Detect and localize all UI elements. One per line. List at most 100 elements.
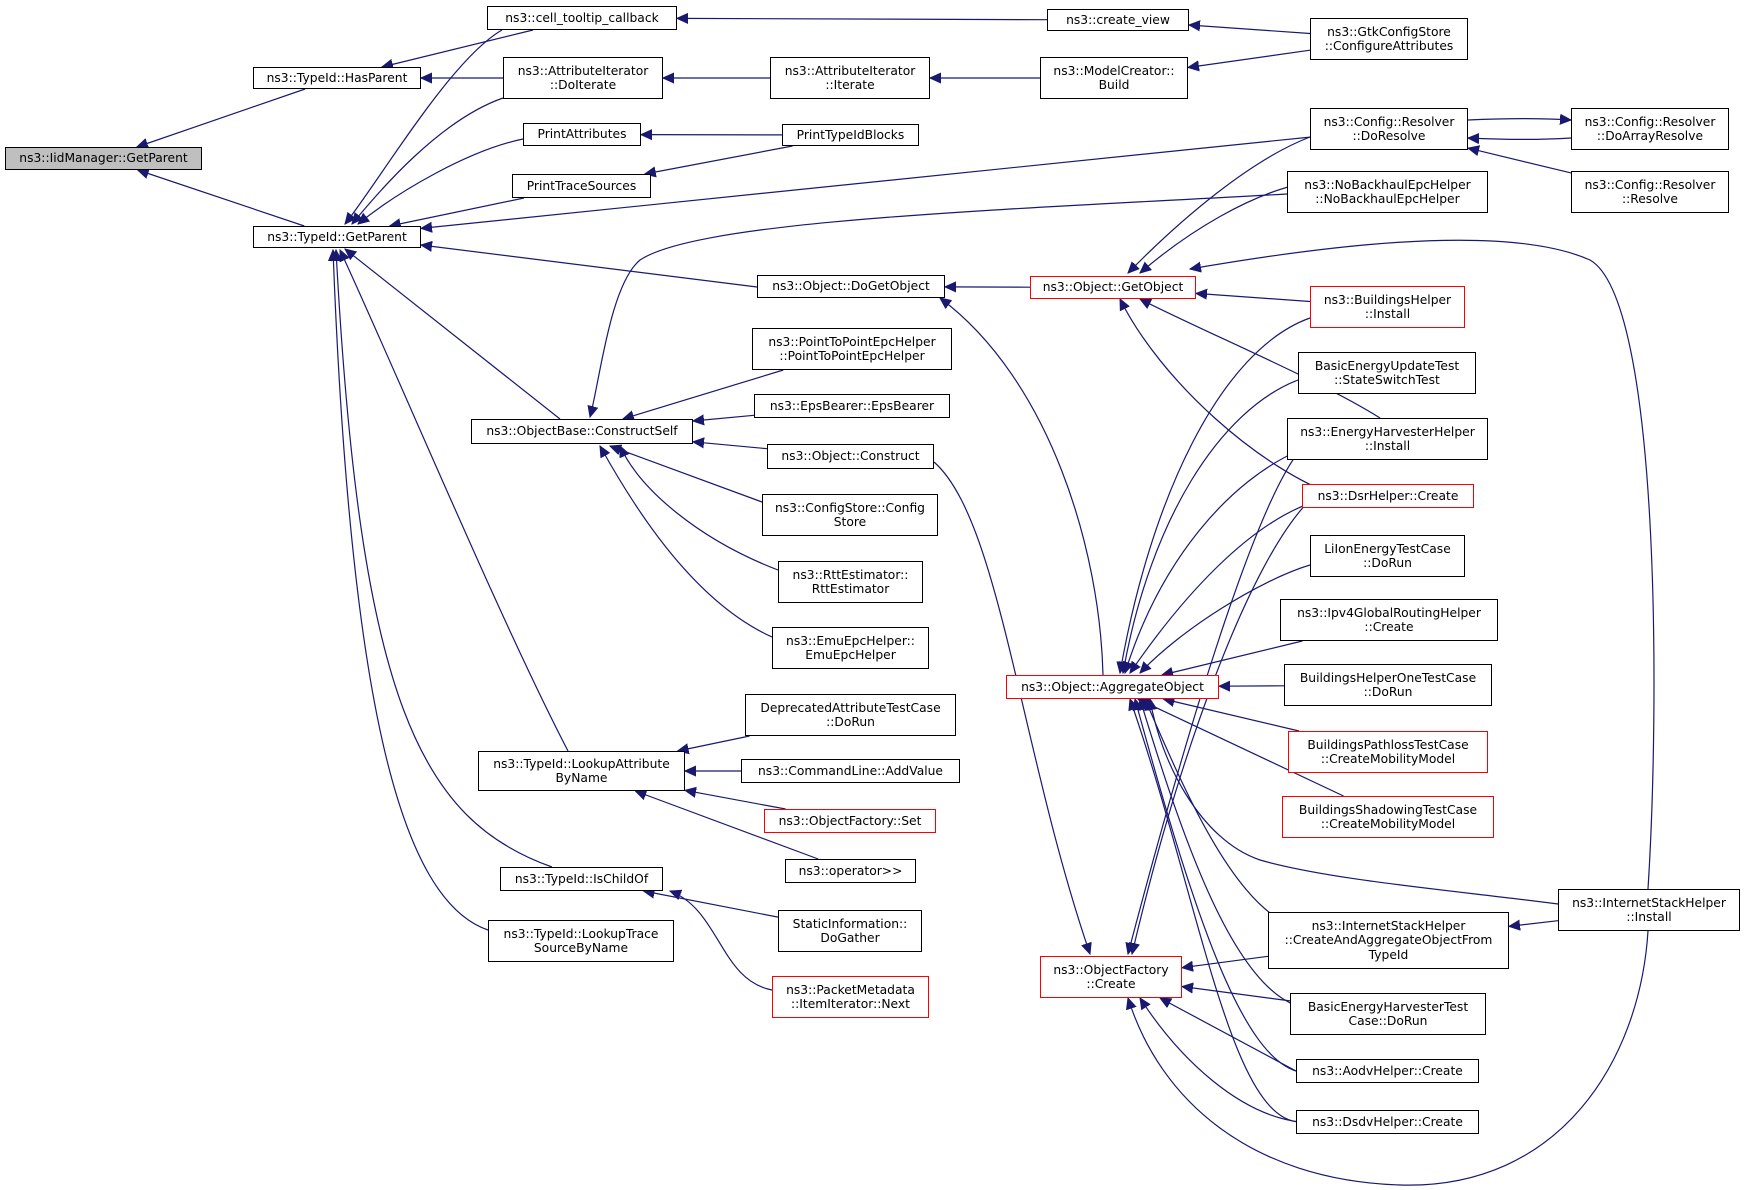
edge-object_construct-to-objectfactory_create	[933, 461, 1090, 954]
node-packetmetadata-itemiterator-next[interactable]: ns3::PacketMetadata ::ItemIterator::Next	[772, 976, 929, 1018]
edge-cell_tooltip-to-typeid_getparent	[345, 29, 503, 224]
edge-lookuptrace-to-typeid_getparent	[333, 250, 489, 931]
node-basicenergyharvestertestcase-dorun[interactable]: BasicEnergyHarvesterTest Case::DoRun	[1290, 993, 1486, 1035]
edge-rttestimator-to-objectbase_constructself	[619, 446, 779, 571]
node-deprecatedattributetestcase-dorun[interactable]: DeprecatedAttributeTestCase ::DoRun	[745, 694, 956, 736]
node-dsdvhelper-create[interactable]: ns3::DsdvHelper::Create	[1296, 1110, 1479, 1134]
edge-objectbase_constructself-to-typeid_getparent	[345, 249, 561, 420]
node-attributeiterator-iterate[interactable]: ns3::AttributeIterator ::Iterate	[770, 57, 930, 99]
node-typeid-ischildof[interactable]: ns3::TypeId::IsChildOf	[500, 867, 663, 891]
edge-printtracesources-to-typeid_getparent	[390, 197, 525, 226]
edge-internetstack_install-to-internetstack_create	[1509, 921, 1559, 927]
node-aodvhelper-create[interactable]: ns3::AodvHelper::Create	[1296, 1059, 1479, 1083]
node-create-view[interactable]: ns3::create_view	[1047, 9, 1189, 31]
node-typeid-hasparent[interactable]: ns3::TypeId::HasParent	[253, 67, 421, 89]
node-internetstackhelper-createandaggregate[interactable]: ns3::InternetStackHelper ::CreateAndAggr…	[1268, 912, 1509, 969]
node-ipv4globalroutinghelper-create[interactable]: ns3::Ipv4GlobalRoutingHelper ::Create	[1280, 599, 1498, 641]
node-typeid-lookuptracesourcebyname[interactable]: ns3::TypeId::LookupTrace SourceByName	[488, 920, 674, 962]
edge-gtkconfigstore-to-modelcreator_build	[1188, 49, 1311, 67]
node-commandline-addvalue[interactable]: ns3::CommandLine::AddValue	[741, 759, 960, 783]
node-objectfactory-set[interactable]: ns3::ObjectFactory::Set	[764, 809, 936, 833]
edge-energyharvester_install-to-aggregateobject	[1125, 449, 1301, 673]
edge-aodv_create-to-aggregateobject	[1135, 699, 1301, 1073]
edge-create_view-to-cell_tooltip	[677, 18, 1048, 19]
node-buildingshelperonetestcase-dorun[interactable]: BuildingsHelperOneTestCase ::DoRun	[1284, 664, 1492, 706]
node-dsrhelper-create[interactable]: ns3::DsrHelper::Create	[1302, 484, 1474, 508]
node-lilonenergytestcase-dorun[interactable]: LiIonEnergyTestCase ::DoRun	[1310, 535, 1465, 577]
edge-resolver_doresolve-to-typeid_getparent	[421, 136, 1311, 228]
node-pointtopointepchelper[interactable]: ns3::PointToPointEpcHelper ::PointToPoin…	[752, 328, 952, 370]
node-object-getobject[interactable]: ns3::Object::GetObject	[1030, 276, 1196, 299]
node-buildingshelper-install[interactable]: ns3::BuildingsHelper ::Install	[1310, 286, 1465, 328]
node-operator-shift[interactable]: ns3::operator>>	[785, 859, 916, 883]
edge-basicenergyupdate-to-aggregateobject	[1123, 379, 1299, 673]
node-printtracesources[interactable]: PrintTraceSources	[512, 174, 651, 198]
node-object-construct[interactable]: ns3::Object::Construct	[767, 444, 934, 469]
edge-resolver_doarray-to-resolver_doresolve	[1468, 138, 1572, 140]
node-cell-tooltip-callback[interactable]: ns3::cell_tooltip_callback	[487, 6, 677, 30]
edge-printtypeidblocks-to-printtracesources	[645, 145, 793, 174]
node-object-aggregateobject[interactable]: ns3::Object::AggregateObject	[1006, 675, 1219, 699]
edge-cell_tooltip-to-hasparent	[382, 29, 534, 67]
node-epsbearer[interactable]: ns3::EpsBearer::EpsBearer	[754, 394, 950, 418]
node-attributeiterator-doiterate[interactable]: ns3::AttributeIterator ::DoIterate	[503, 57, 663, 99]
node-internetstackhelper-install[interactable]: ns3::InternetStackHelper ::Install	[1558, 889, 1740, 931]
edge-internetstack_create-to-aggregateobject	[1145, 699, 1291, 926]
edge-emuepchelper-to-objectbase_constructself	[600, 446, 773, 638]
node-objectfactory-create[interactable]: ns3::ObjectFactory ::Create	[1040, 956, 1182, 998]
node-configstore[interactable]: ns3::ConfigStore::Config Store	[762, 494, 938, 536]
edge-internetstack_install-to-object_getobject	[1190, 239, 1655, 890]
edge-aggregateobject-to-object_dogetobject	[940, 298, 1104, 676]
node-object-dogetobject[interactable]: ns3::Object::DoGetObject	[757, 275, 945, 298]
edge-buildings_install-to-aggregateobject	[1120, 317, 1311, 673]
node-emuepchelper[interactable]: ns3::EmuEpcHelper:: EmuEpcHelper	[772, 627, 929, 669]
edge-internetstack_install-to-objectfactory_create	[1128, 930, 1649, 1186]
node-objectbase-constructself[interactable]: ns3::ObjectBase::ConstructSelf	[471, 419, 693, 444]
edge-energyharvester_install-to-objectfactory_create	[1128, 449, 1301, 954]
edge-attr_doiterate-to-typeid_getparent	[352, 97, 504, 224]
node-basicenergyupdatetest-stateswitchtest[interactable]: BasicEnergyUpdateTest ::StateSwitchTest	[1298, 352, 1476, 394]
node-staticinformation-dogather[interactable]: StaticInformation:: DoGather	[778, 910, 922, 952]
edge-typeid_getparent-to-getparent_mgr	[138, 170, 305, 227]
node-energyharvesterhelper-install[interactable]: ns3::EnergyHarvesterHelper ::Install	[1287, 418, 1488, 460]
node-rttestimator[interactable]: ns3::RttEstimator:: RttEstimator	[778, 561, 923, 603]
node-config-resolver-resolve[interactable]: ns3::Config::Resolver ::Resolve	[1571, 171, 1729, 213]
edge-nobackhaul-to-objectbase_constructself	[590, 193, 1288, 417]
node-typeid-getparent[interactable]: ns3::TypeId::GetParent	[253, 226, 421, 248]
edge-basicenergyharvester-to-objectfactory_create	[1182, 987, 1291, 1002]
edge-resolver_doresolve-to-resolver_doarray	[1467, 119, 1571, 121]
edge-internetstack_create-to-objectfactory_create	[1182, 955, 1269, 967]
node-gtkconfigstore-configureattributes[interactable]: ns3::GtkConfigStore ::ConfigureAttribute…	[1310, 18, 1468, 60]
node-nobackhaulepchelper[interactable]: ns3::NoBackhaulEpcHelper ::NoBackhaulEpc…	[1287, 171, 1488, 213]
edge-configstore-to-objectbase_constructself	[610, 446, 763, 503]
edge-staticinformation-to-ischildof	[644, 891, 779, 918]
node-printtypeidblocks[interactable]: PrintTypeIdBlocks	[782, 124, 919, 146]
edge-dsrhelper_create-to-aggregateobject	[1130, 499, 1321, 673]
node-printattributes[interactable]: PrintAttributes	[523, 123, 641, 146]
node-typeid-lookupattributebyname[interactable]: ns3::TypeId::LookupAttribute ByName	[478, 751, 685, 791]
edge-p2pepchelper-to-objectbase_constructself	[623, 369, 784, 419]
edge-energyharvester_install-to-object_getobject	[1140, 299, 1381, 419]
edge-buildingspathloss-to-aggregateobject	[1163, 699, 1300, 732]
edge-ipv4global-to-aggregateobject	[1162, 640, 1303, 675]
node-buildingsshadowingtestcase[interactable]: BuildingsShadowingTestCase ::CreateMobil…	[1282, 796, 1494, 838]
edge-operator_shift-to-lookupattr	[635, 791, 819, 860]
edge-ischildof-to-typeid_getparent	[336, 250, 553, 868]
edge-dsdv_create-to-aggregateobject	[1130, 699, 1301, 1123]
edge-buildings_install-to-object_getobject	[1196, 293, 1311, 303]
node-iidmanager-getparent[interactable]: ns3::IidManager::GetParent	[5, 147, 202, 170]
node-config-resolver-doresolve[interactable]: ns3::Config::Resolver ::DoResolve	[1310, 108, 1468, 150]
edge-epsbearer-to-objectbase_constructself	[693, 415, 755, 421]
edge-aodv_create-to-objectfactory_create	[1160, 998, 1297, 1072]
node-buildingspathlosstestcase[interactable]: BuildingsPathlossTestCase ::CreateMobili…	[1288, 731, 1488, 773]
edge-objectfactory_set-to-lookupattr	[685, 790, 786, 810]
edge-dsrhelper_create-to-object_getobject	[1119, 299, 1341, 498]
edge-dsdv_create-to-objectfactory_create	[1140, 998, 1301, 1123]
edge-lookupattr-to-typeid_getparent	[339, 250, 569, 752]
edge-deprecatedattr-to-lookupattr	[678, 735, 750, 751]
edge-internetstack_install-to-aggregateobject	[1150, 699, 1559, 905]
node-modelcreator-build[interactable]: ns3::ModelCreator:: Build	[1040, 57, 1188, 99]
node-config-resolver-doarrayresolve[interactable]: ns3::Config::Resolver ::DoArrayResolve	[1571, 108, 1729, 150]
